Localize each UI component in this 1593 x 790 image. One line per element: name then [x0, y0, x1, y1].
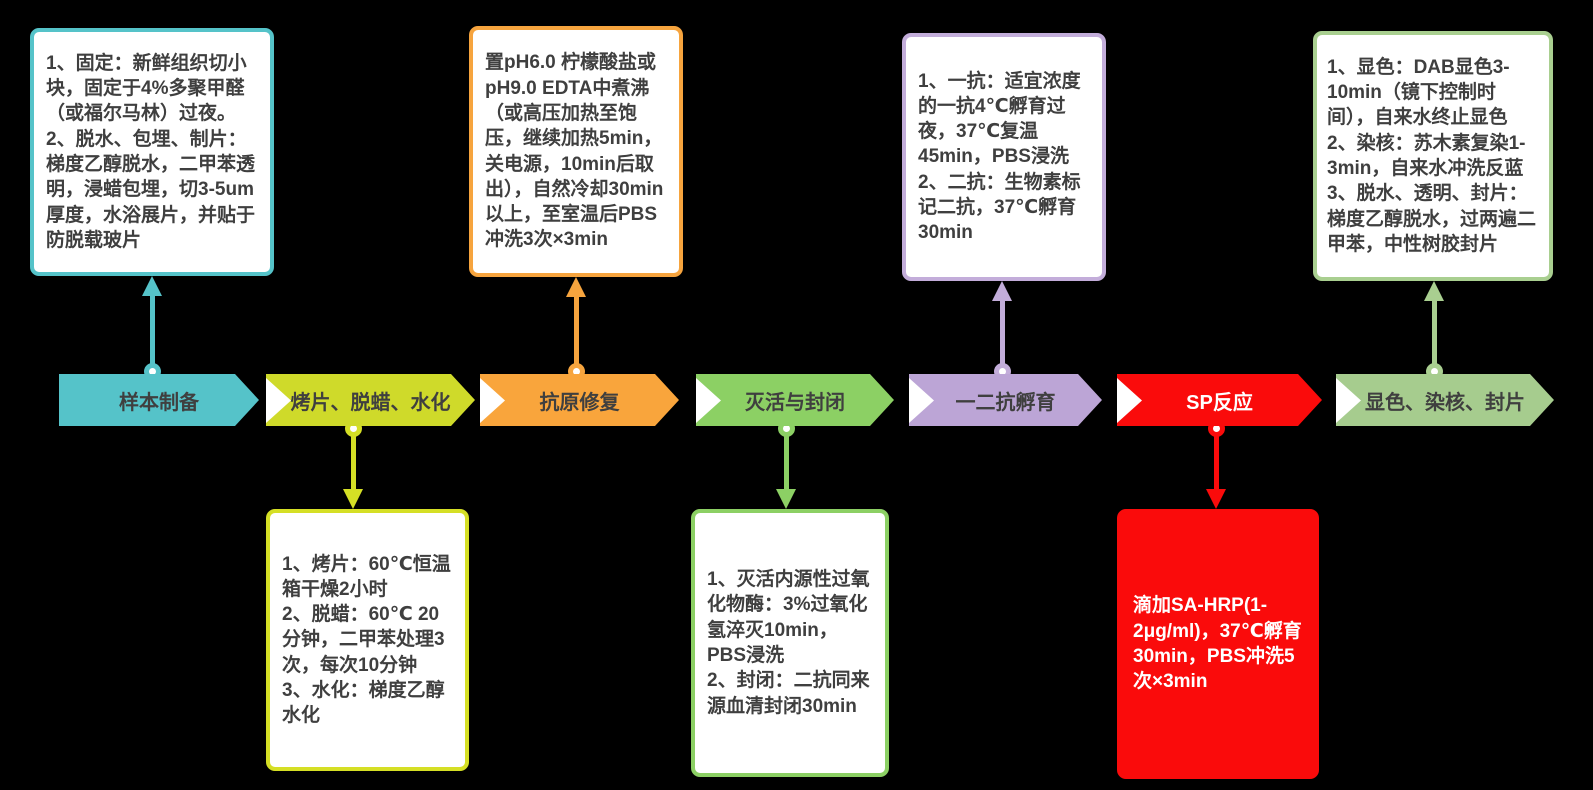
detail-box-sp-reaction: 滴加SA-HRP(1-2μg/ml)，37℃孵育30min，PBS冲洗5次×3m… — [1117, 509, 1319, 779]
connector-sp-reaction — [1206, 420, 1226, 509]
chevron-label: 抗原修复 — [539, 391, 620, 414]
chevron-sample-prep: 样本制备 — [59, 374, 259, 426]
connector-line — [150, 291, 155, 364]
connector-sample-prep — [142, 276, 162, 380]
chevron-notch-icon — [696, 378, 721, 423]
arrowhead-icon — [1424, 281, 1444, 301]
detail-text-antibody-incubation: 1、一抗：适宜浓度的一抗4℃孵育过夜，37℃复温45min，PBS浸洗 2、二抗… — [918, 70, 1081, 244]
detail-text-sample-prep: 1、固定：新鲜组织切小块，固定于4%多聚甲醛（或福尔马林）过夜。 2、脱水、包埋… — [46, 52, 256, 251]
chevron-notch-icon — [1336, 378, 1361, 423]
chevron-antibody-incubation: 一二抗孵育 — [909, 374, 1102, 426]
arrowhead-icon — [776, 489, 796, 509]
connector-bake-dewax-hydrate — [343, 420, 363, 509]
chevron-label: 一二抗孵育 — [955, 391, 1056, 414]
detail-box-sample-prep: 1、固定：新鲜组织切小块，固定于4%多聚甲醛（或福尔马林）过夜。 2、脱水、包埋… — [30, 28, 274, 276]
detail-box-antigen-retrieval: 置pH6.0 柠檬酸盐或pH9.0 EDTA中煮沸（或高压加热至饱压，继续加热5… — [469, 26, 683, 277]
chevron-label: 显色、染核、封片 — [1365, 391, 1525, 414]
arrowhead-icon — [992, 281, 1012, 301]
connector-line — [1214, 436, 1219, 494]
detail-text-inactivation-blocking: 1、灭活内源性过氧化物酶：3%过氧化氢淬灭10min，PBS浸洗 2、封闭：二抗… — [707, 569, 870, 717]
detail-text-bake-dewax-hydrate: 1、烤片：60℃恒温箱干燥2小时 2、脱蜡：60℃ 20分钟，二甲苯处理3次，每… — [282, 553, 451, 727]
chevron-label: 灭活与封闭 — [745, 391, 845, 414]
connector-line — [574, 292, 579, 364]
chevron-notch-icon — [909, 378, 934, 423]
connector-line — [351, 436, 356, 494]
arrowhead-icon — [142, 276, 162, 296]
chevron-notch-icon — [1117, 378, 1142, 423]
detail-text-sp-reaction: 滴加SA-HRP(1-2μg/ml)，37℃孵育30min，PBS冲洗5次×3m… — [1133, 595, 1302, 693]
connector-antibody-incubation — [992, 281, 1012, 380]
detail-box-bake-dewax-hydrate: 1、烤片：60℃恒温箱干燥2小时 2、脱蜡：60℃ 20分钟，二甲苯处理3次，每… — [266, 509, 469, 771]
chevron-label: 样本制备 — [119, 391, 199, 414]
connector-line — [1000, 296, 1005, 364]
chevron-notch-icon — [266, 378, 291, 423]
connector-inactivation-blocking — [776, 420, 796, 509]
connector-line — [1432, 296, 1437, 364]
chevron-label: 烤片、脱蜡、水化 — [290, 391, 451, 414]
connector-line — [784, 436, 789, 494]
detail-box-antibody-incubation: 1、一抗：适宜浓度的一抗4℃孵育过夜，37℃复温45min，PBS浸洗 2、二抗… — [902, 33, 1106, 281]
detail-text-color-counterstain-mount: 1、显色：DAB显色3-10min（镜下控制时间），自来水终止显色 2、染核：苏… — [1327, 56, 1537, 255]
arrowhead-icon — [566, 277, 586, 297]
chevron-sp-reaction: SP反应 — [1117, 374, 1322, 426]
chevron-notch-icon — [480, 378, 505, 423]
chevron-antigen-retrieval: 抗原修复 — [480, 374, 679, 426]
detail-box-inactivation-blocking: 1、灭活内源性过氧化物酶：3%过氧化氢淬灭10min，PBS浸洗 2、封闭：二抗… — [691, 509, 889, 777]
arrowhead-icon — [343, 489, 363, 509]
connector-color-counterstain-mount — [1424, 281, 1444, 380]
arrowhead-icon — [1206, 489, 1226, 509]
detail-box-color-counterstain-mount: 1、显色：DAB显色3-10min（镜下控制时间），自来水终止显色 2、染核：苏… — [1313, 31, 1553, 281]
chevron-inactivation-blocking: 灭活与封闭 — [696, 374, 894, 426]
connector-antigen-retrieval — [566, 277, 586, 380]
chevron-bake-dewax-hydrate: 烤片、脱蜡、水化 — [266, 374, 475, 426]
detail-text-antigen-retrieval: 置pH6.0 柠檬酸盐或pH9.0 EDTA中煮沸（或高压加热至饱压，继续加热5… — [485, 52, 664, 251]
chevron-label: SP反应 — [1186, 391, 1253, 414]
chevron-color-counterstain-mount: 显色、染核、封片 — [1336, 374, 1554, 426]
